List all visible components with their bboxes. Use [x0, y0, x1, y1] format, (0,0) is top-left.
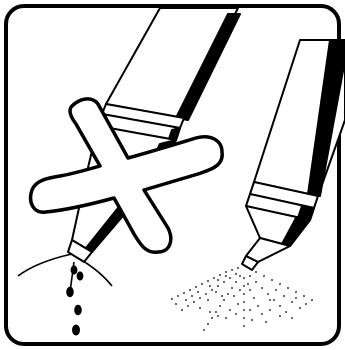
- nozzle-comparison-illustration: [0, 0, 345, 350]
- instruction-pictogram: [0, 0, 345, 350]
